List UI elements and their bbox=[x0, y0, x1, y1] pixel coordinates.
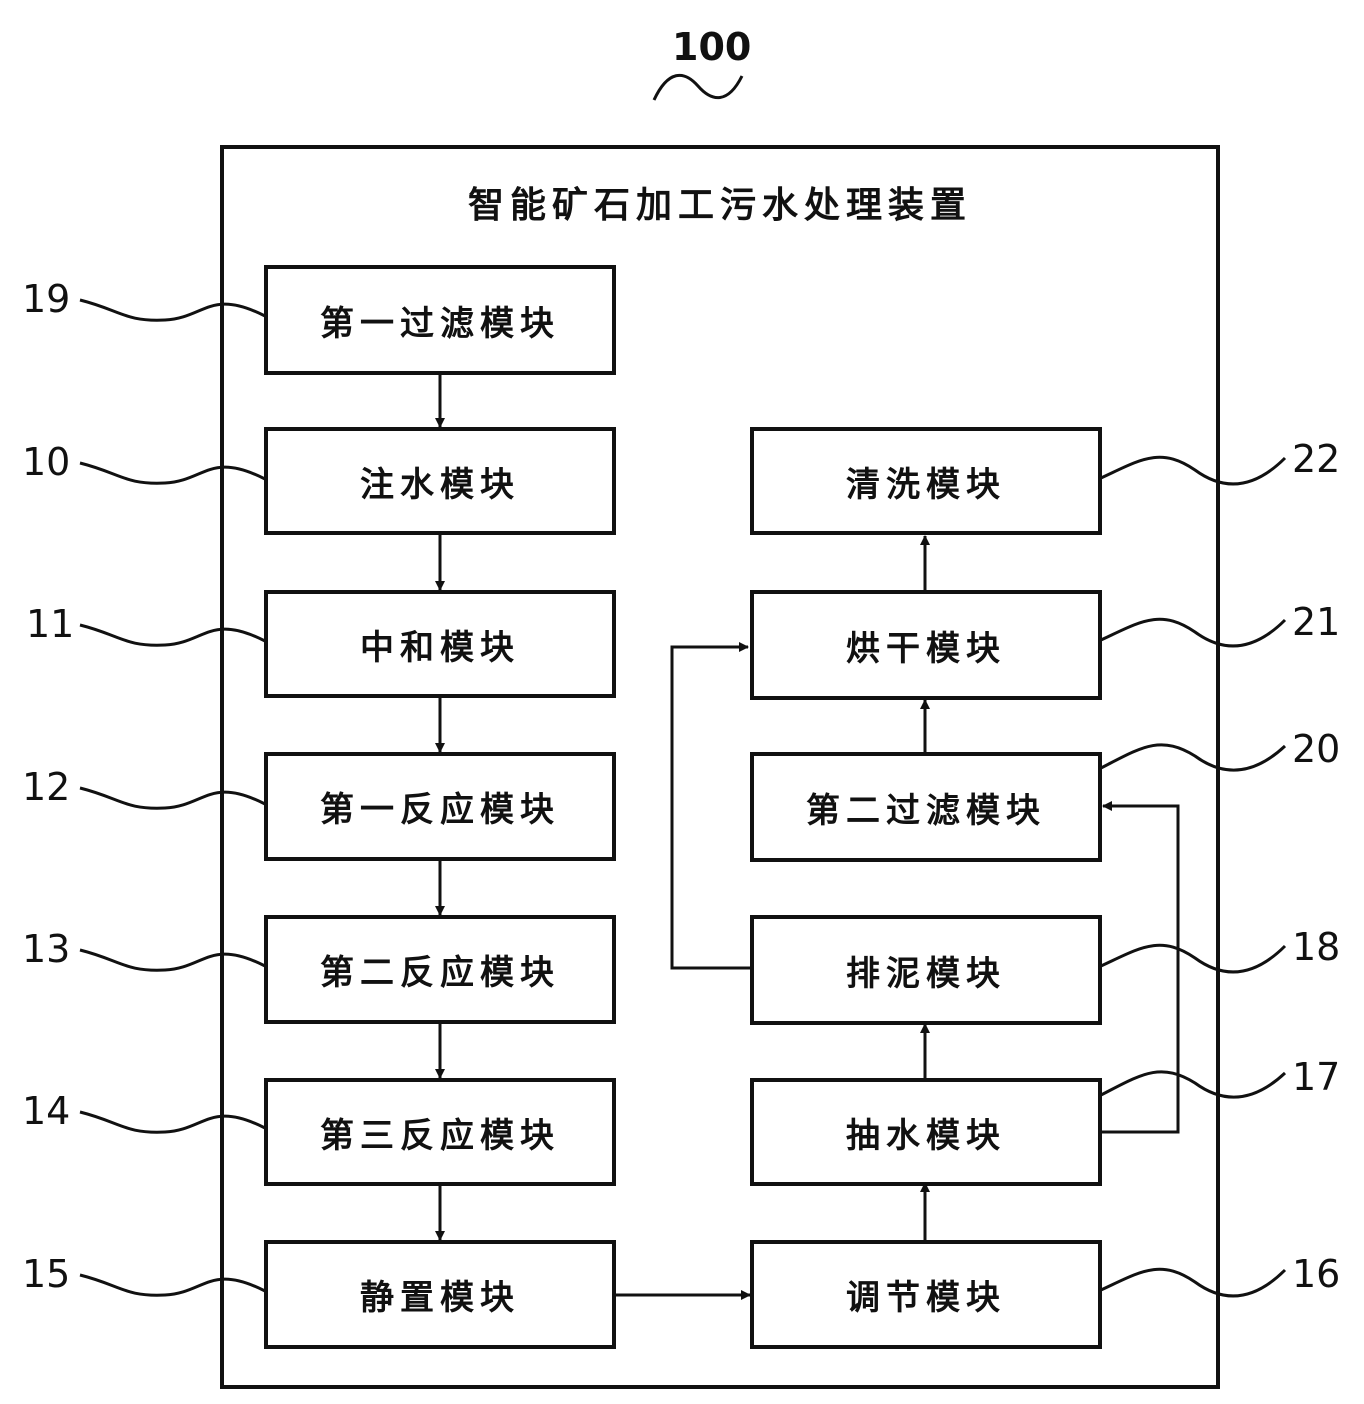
ref-number-21: 21 bbox=[1292, 600, 1341, 644]
ref-number-18: 18 bbox=[1292, 925, 1341, 969]
module-second-filter: 第二过滤模块 bbox=[750, 752, 1102, 862]
ref-number-20: 20 bbox=[1292, 727, 1341, 771]
ref-number-17: 17 bbox=[1292, 1055, 1341, 1099]
module-second-reaction: 第二反应模块 bbox=[264, 915, 616, 1024]
module-settling: 静置模块 bbox=[264, 1240, 616, 1349]
ref-number-14: 14 bbox=[22, 1089, 71, 1133]
leader-20 bbox=[1100, 743, 1287, 772]
flow-arrows bbox=[435, 373, 1180, 1300]
module-neutralization: 中和模块 bbox=[264, 590, 616, 698]
device-label-leader bbox=[652, 73, 744, 101]
leader-13 bbox=[79, 948, 266, 972]
leader-17 bbox=[1100, 1070, 1287, 1099]
module-drying: 烘干模块 bbox=[750, 590, 1102, 700]
arrow-17-to-20 bbox=[1101, 801, 1180, 1134]
device-label: 100 bbox=[672, 25, 752, 69]
ref-number-16: 16 bbox=[1292, 1252, 1341, 1296]
module-third-reaction: 第三反应模块 bbox=[264, 1078, 616, 1186]
ref-number-13: 13 bbox=[22, 927, 71, 971]
ref-number-12: 12 bbox=[22, 765, 71, 809]
leader-11 bbox=[79, 623, 266, 647]
leader-15 bbox=[79, 1273, 266, 1297]
module-first-reaction: 第一反应模块 bbox=[264, 752, 616, 861]
leader-19 bbox=[79, 298, 266, 322]
leader-22 bbox=[1100, 455, 1287, 486]
reference-leaders bbox=[79, 298, 1287, 1298]
module-sludge-discharge: 排泥模块 bbox=[750, 915, 1102, 1025]
module-water-injection: 注水模块 bbox=[264, 427, 616, 535]
ref-number-11: 11 bbox=[26, 602, 75, 646]
leader-10 bbox=[79, 461, 266, 485]
module-regulation: 调节模块 bbox=[750, 1240, 1102, 1349]
module-first-filter: 第一过滤模块 bbox=[264, 265, 616, 375]
ref-number-10: 10 bbox=[22, 440, 71, 484]
module-cleaning: 清洗模块 bbox=[750, 427, 1102, 535]
leader-16 bbox=[1100, 1267, 1287, 1298]
ref-number-22: 22 bbox=[1292, 437, 1341, 481]
ref-number-15: 15 bbox=[22, 1252, 71, 1296]
leader-21 bbox=[1100, 617, 1287, 648]
ref-number-19: 19 bbox=[22, 277, 71, 321]
leader-14 bbox=[79, 1110, 266, 1134]
leader-18 bbox=[1100, 943, 1287, 974]
device-title: 智能矿石加工污水处理装置 bbox=[467, 185, 972, 226]
module-water-pumping: 抽水模块 bbox=[750, 1078, 1102, 1186]
leader-12 bbox=[79, 786, 266, 810]
arrow-18-to-21 bbox=[670, 642, 750, 970]
